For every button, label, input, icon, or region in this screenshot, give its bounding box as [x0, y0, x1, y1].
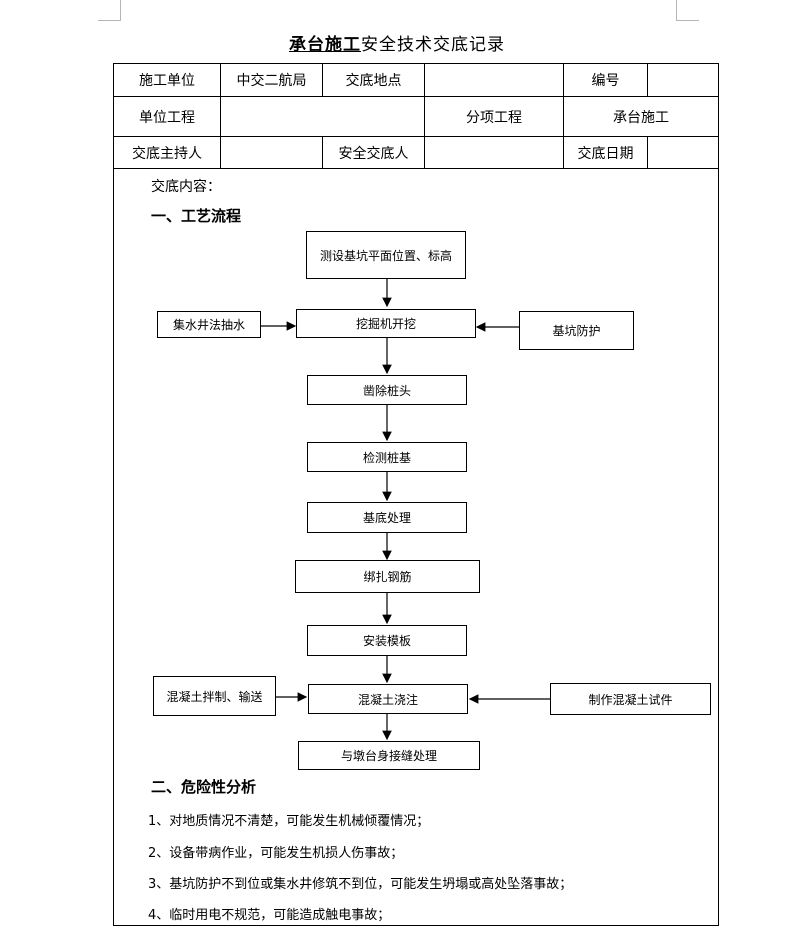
hazard-item: 4、临时用电不规范，可能造成触电事故； — [148, 908, 391, 923]
flow-chisel-box: 凿除桩头 — [307, 375, 467, 405]
crop-mark-right — [676, 0, 699, 21]
flow-dewater-box: 集水井法抽水 — [157, 311, 261, 338]
flow-survey-box: 测设基坑平面位置、标高 — [306, 231, 466, 279]
title-rest: 安全技术交底记录 — [361, 35, 505, 55]
flow-excavate-box: 挖掘机开挖 — [296, 309, 476, 338]
document-title: 承台施工安全技术交底记录 — [0, 30, 794, 55]
hazard-item: 3、基坑防护不到位或集水井修筑不到位，可能发生坍塌或高处坠落事故； — [148, 877, 573, 892]
flow-joint-box: 与墩台身接缝处理 — [298, 741, 480, 770]
crop-mark-left — [98, 0, 121, 21]
flow-rebar-box: 绑扎钢筋 — [295, 560, 480, 593]
content-frame — [113, 168, 719, 926]
hazard-item: 1、对地质情况不清楚，可能发生机械倾覆情况； — [148, 814, 430, 829]
section-process-heading: 一、工艺流程 — [151, 207, 242, 225]
flow-protect-box: 基坑防护 — [519, 311, 634, 350]
flow-base-box: 基底处理 — [307, 502, 467, 533]
flow-specimen-box: 制作混凝土试件 — [550, 683, 711, 715]
flow-pour-box: 混凝土浇注 — [308, 684, 468, 714]
flow-formwork-box: 安装模板 — [307, 625, 467, 656]
flow-mixing-box: 混凝土拌制、输送 — [153, 676, 276, 716]
section-hazard-heading: 二、危险性分析 — [151, 778, 257, 796]
title-bold: 承台施工 — [289, 35, 361, 55]
hazard-item: 2、设备带病作业，可能发生机损人伤事故； — [148, 846, 404, 861]
flow-inspect-box: 检测桩基 — [307, 442, 467, 472]
content-intro: 交底内容： — [151, 179, 221, 195]
